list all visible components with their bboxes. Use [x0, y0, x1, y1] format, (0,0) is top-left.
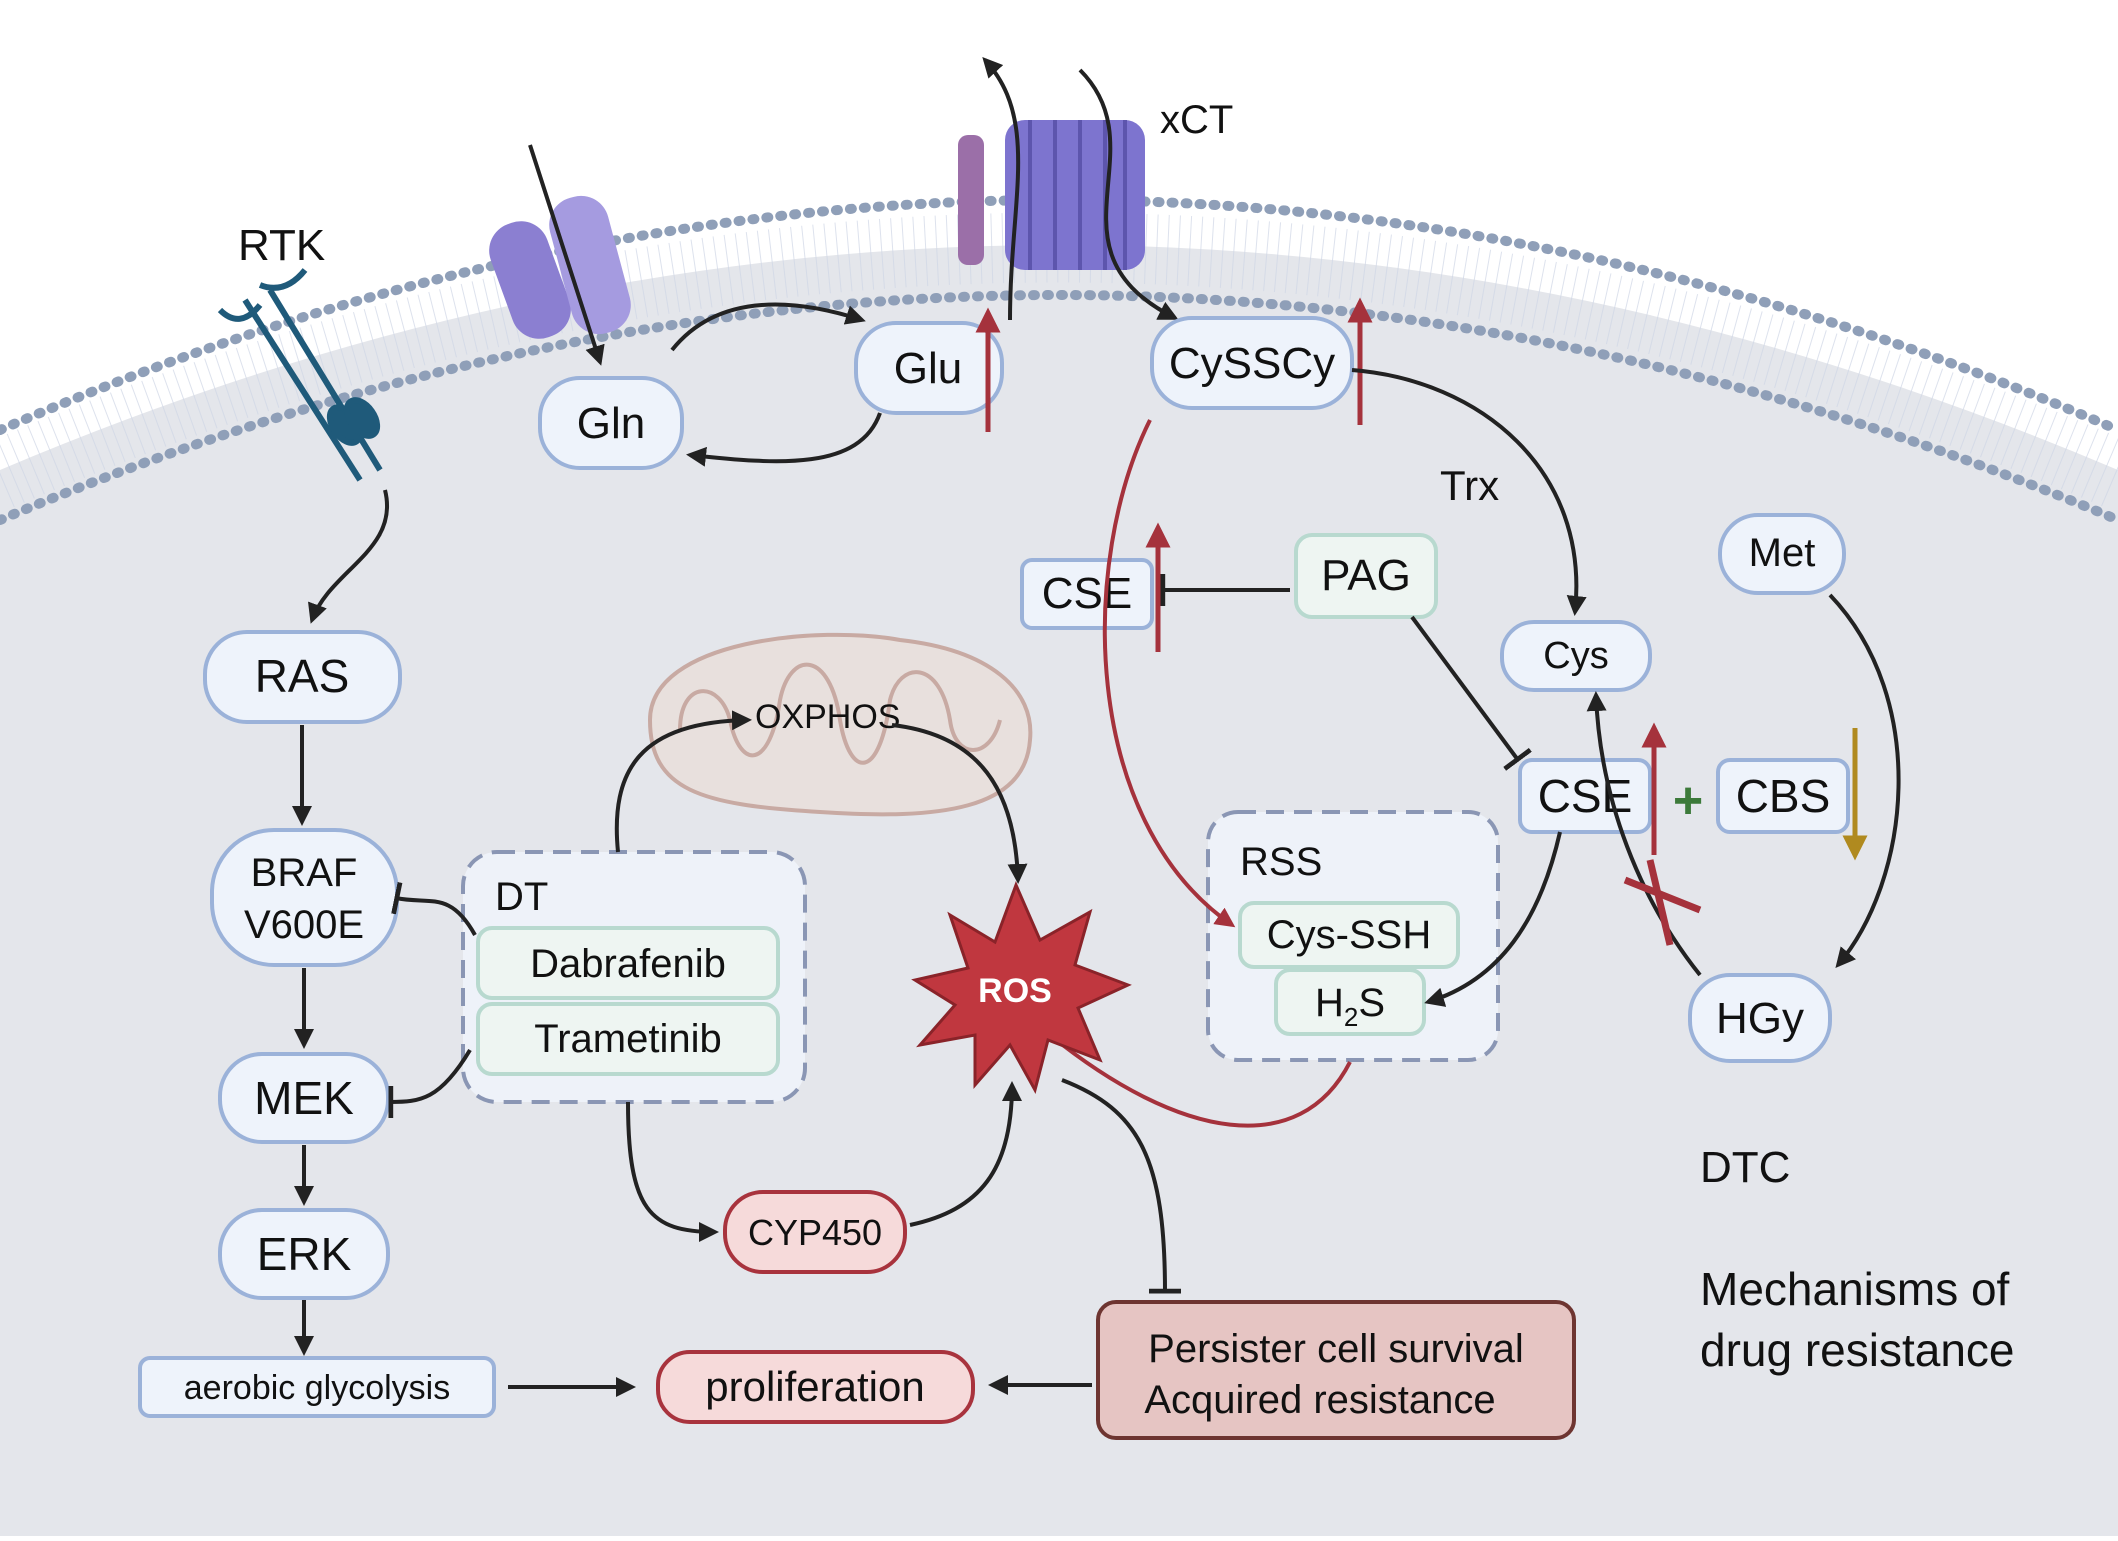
- pag-inhibits-cse-right: [1410, 615, 1532, 771]
- cyp450-node: [723, 1190, 907, 1274]
- oxphos-to-ros-arrow: [891, 723, 1028, 884]
- xct-export-arrow: [982, 57, 1021, 321]
- persister-label-line1: Persister cell survival: [1148, 1327, 1524, 1371]
- h2s-inhibits-ros: [1038, 1021, 1352, 1128]
- trametinib-label: Trametinib: [534, 1017, 721, 1061]
- rtk-to-ras-arrow: [308, 489, 389, 624]
- ros-inhibits-persister: [1061, 1078, 1182, 1294]
- dabrafenib-label: Dabrafenib: [530, 942, 726, 986]
- glu-label: Glu: [894, 344, 962, 393]
- ras-label: RAS: [255, 650, 350, 702]
- erk-node: [218, 1208, 390, 1300]
- dt-inhibits-mek: [388, 1048, 472, 1119]
- cys-label: Cys: [1543, 635, 1608, 677]
- trx-label: Trx: [1440, 462, 1499, 509]
- persister-node: [1096, 1300, 1576, 1440]
- h2s-h: H: [1315, 981, 1344, 1025]
- cyp450-label: CYP450: [748, 1212, 882, 1253]
- cse-left-label: CSE: [1042, 569, 1132, 618]
- cysscy-to-rss-red-arrow: [1102, 419, 1236, 928]
- gln-import-arrow: [528, 144, 605, 366]
- ros-label: ROS: [978, 972, 1052, 1010]
- plus-sign: +: [1673, 772, 1703, 830]
- cysscy-label: CySSCy: [1169, 339, 1335, 388]
- met-label: Met: [1749, 531, 1816, 575]
- cbs-label: CBS: [1736, 770, 1831, 822]
- mek-node: [218, 1052, 390, 1144]
- cys-ssh-node: [1238, 901, 1460, 969]
- xct-import-arrow: [1078, 68, 1179, 320]
- blocked-cross-icon: [1623, 859, 1702, 946]
- cytoplasm: [0, 245, 2118, 1536]
- h2s-node: [1274, 968, 1426, 1036]
- dt-label: DT: [495, 875, 548, 919]
- trametinib-node: [476, 1002, 780, 1076]
- aerobic-glycolysis-label: aerobic glycolysis: [184, 1369, 450, 1407]
- hcy-to-cys-arrow: [1586, 691, 1702, 977]
- cse-left-node: [1020, 558, 1154, 630]
- dabrafenib-node: [476, 926, 780, 1000]
- cys-node: [1500, 620, 1652, 692]
- pag-node: [1294, 533, 1438, 619]
- cys-ssh-label: Cys-SSH: [1267, 913, 1431, 957]
- gln-node: [538, 376, 684, 470]
- hcy-node: [1688, 973, 1832, 1063]
- persister-label-line2: Acquired resistance: [1144, 1378, 1495, 1422]
- glu-node: [854, 321, 1004, 415]
- ros-burst-icon: [911, 880, 1132, 1095]
- cbs-node: [1716, 758, 1850, 834]
- mechanisms-label-line2: drug resistance: [1700, 1324, 2015, 1376]
- h2s-label: H2S: [1315, 981, 1385, 1032]
- mechanisms-label-line1: Mechanisms of: [1700, 1263, 2010, 1315]
- met-node: [1718, 513, 1846, 595]
- ras-node: [203, 630, 402, 724]
- cysscy-node: [1150, 316, 1354, 410]
- h2s-s: S: [1358, 981, 1385, 1025]
- hcy-label: HGy: [1716, 994, 1804, 1043]
- rtk-label: RTK: [238, 221, 325, 270]
- met-to-hcy-arrow: [1828, 593, 1901, 969]
- rtk-receptor-icon: [217, 268, 383, 482]
- cyp450-to-ros-arrow: [909, 1081, 1022, 1227]
- proliferation-node: [656, 1350, 975, 1424]
- gln-transporter-icon: [489, 195, 631, 339]
- cysscy-to-cys-arrow: [1351, 368, 1587, 616]
- dtc-label: DTC: [1700, 1143, 1790, 1192]
- aerobic-glycolysis-node: [138, 1356, 496, 1418]
- dt-to-oxphos-arrow: [614, 710, 752, 853]
- membrane-inner-leaflet: [0, 290, 2118, 525]
- cse-to-h2s-arrow: [1424, 831, 1562, 1007]
- rss-label: RSS: [1240, 840, 1322, 884]
- gln-to-glu-arrow: [670, 302, 866, 352]
- proliferation-label: proliferation: [705, 1363, 924, 1410]
- oxphos-label: OXPHOS: [755, 698, 900, 736]
- erk-label: ERK: [257, 1228, 352, 1280]
- mek-label: MEK: [254, 1072, 354, 1124]
- braf-label-line1: BRAF: [251, 851, 358, 895]
- dt-inhibits-braf: [391, 882, 477, 936]
- dt-to-cyp450-arrow: [626, 1101, 719, 1242]
- pag-label: PAG: [1321, 551, 1411, 600]
- h2s-subscript: 2: [1344, 1002, 1358, 1032]
- xct-label: xCT: [1160, 98, 1233, 142]
- gln-label: Gln: [577, 399, 645, 448]
- braf-label-line2: V600E: [244, 903, 364, 947]
- glu-to-gln-arrow: [686, 412, 882, 467]
